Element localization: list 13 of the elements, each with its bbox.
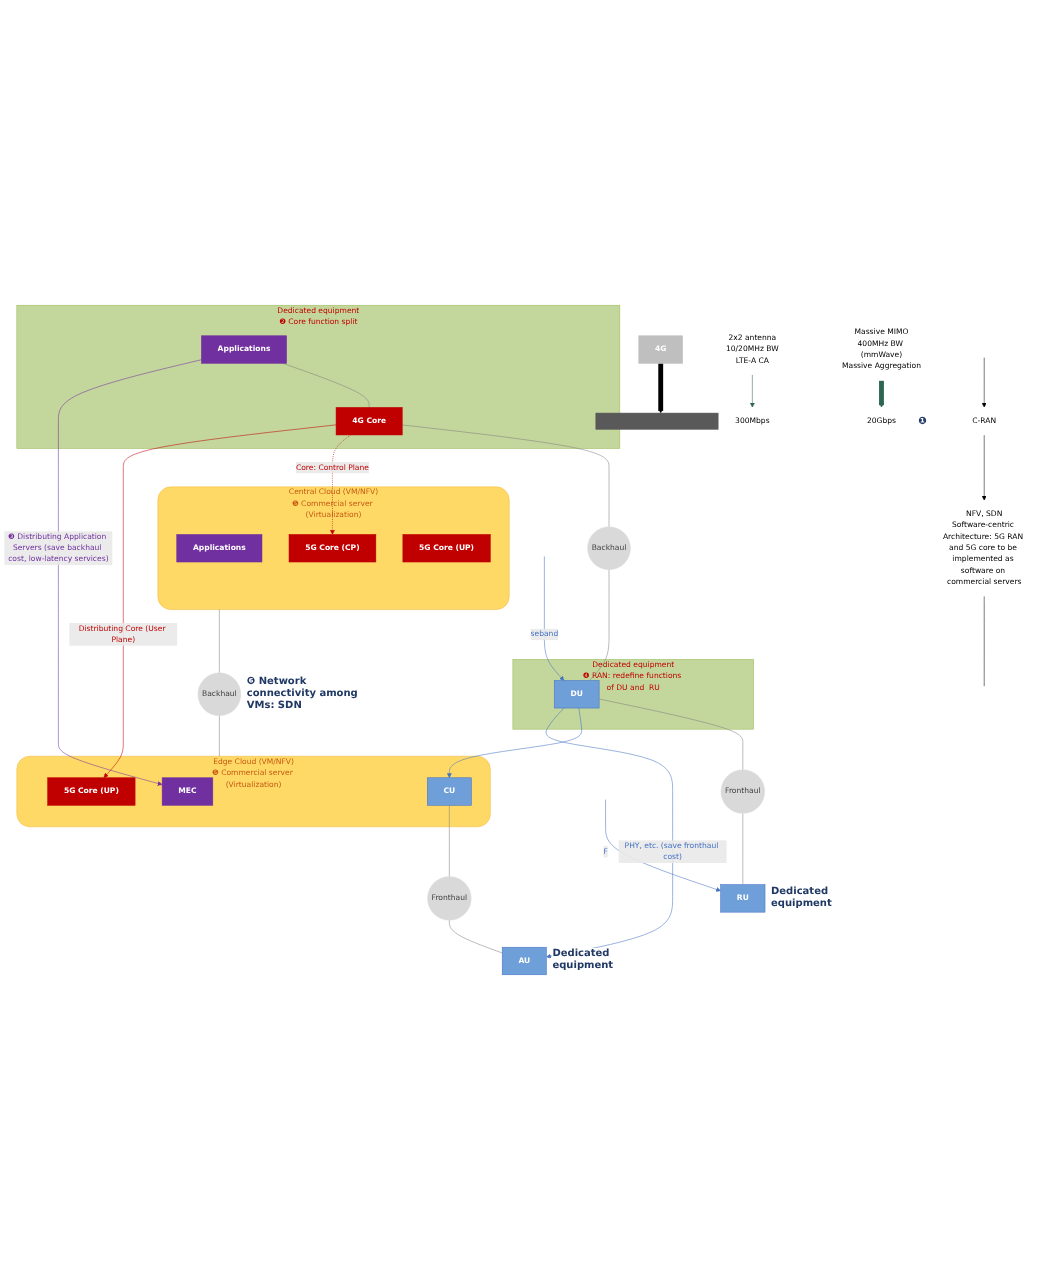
cluster (16, 304, 621, 449)
connector (219, 715, 220, 757)
connector (742, 813, 744, 885)
connector (449, 805, 450, 877)
connector (282, 363, 370, 408)
connector (219, 609, 220, 674)
cluster (512, 659, 754, 730)
arrow (879, 380, 884, 408)
connector (401, 424, 610, 528)
arrow (658, 363, 664, 414)
connector (589, 569, 610, 681)
connector (449, 919, 503, 954)
connector (598, 698, 744, 770)
